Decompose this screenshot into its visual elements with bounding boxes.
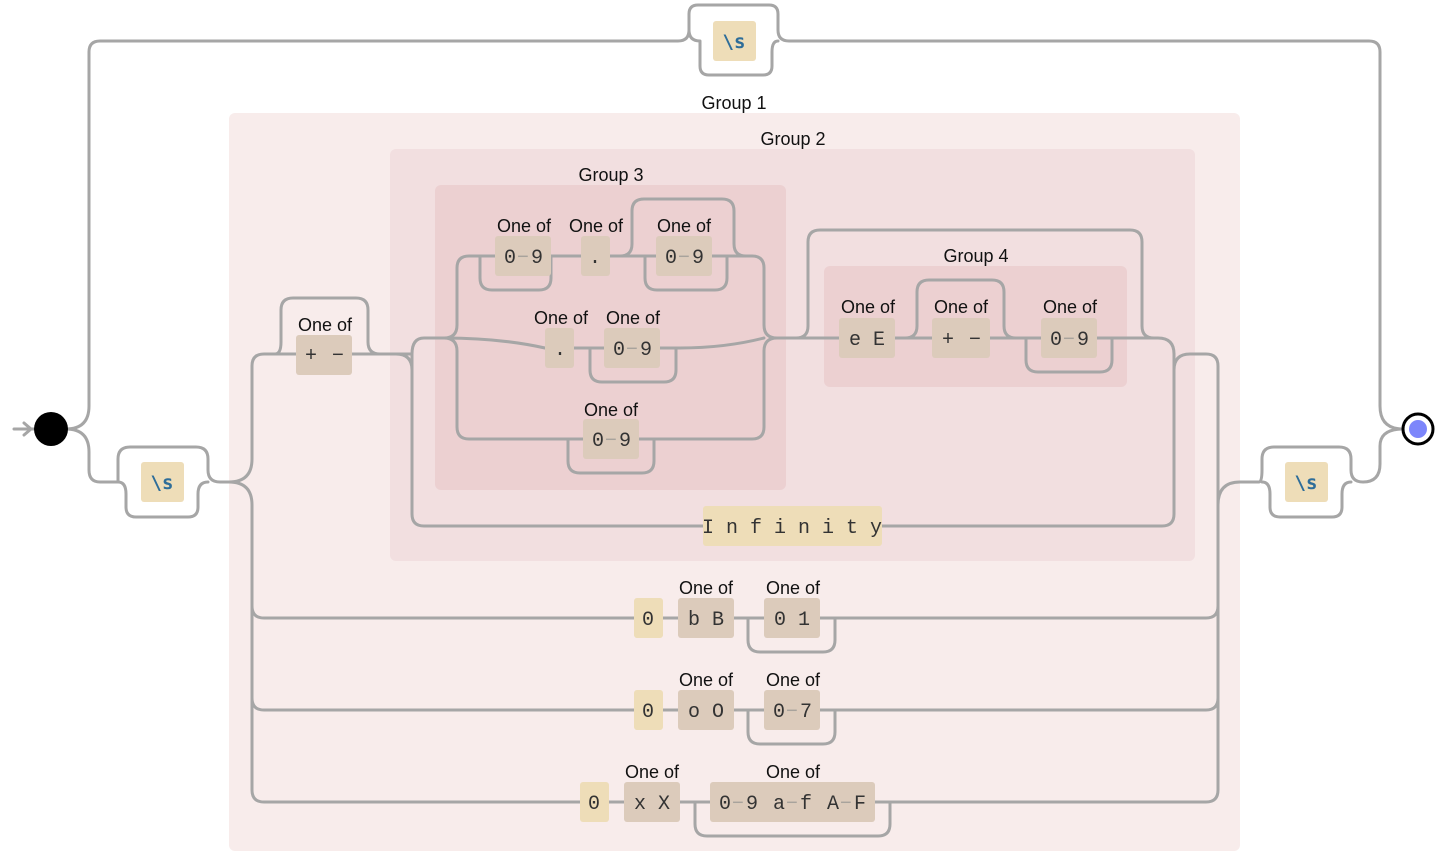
svg-text:o O: o O	[688, 701, 724, 724]
svg-text:e E: e E	[849, 329, 885, 352]
sign-class: + −	[296, 335, 352, 375]
svg-text:a: a	[773, 793, 785, 816]
svg-text:x X: x X	[634, 793, 670, 816]
hex-digits-class: 0 − 9 a − f A − F	[710, 782, 875, 822]
svg-text:0 1: 0 1	[774, 609, 810, 632]
dot2-class: .	[545, 328, 574, 368]
svg-text:9: 9	[1077, 329, 1089, 352]
frac2-digits-class: 0 − 9	[604, 328, 660, 368]
exp-class: e E	[839, 318, 895, 358]
svg-text:0: 0	[1050, 329, 1062, 352]
bin-digits-one-of-label: One of	[766, 578, 821, 598]
bin-zero-literal: 0	[634, 598, 663, 638]
svg-text:\s: \s	[723, 31, 746, 53]
whitespace-top: \s	[713, 21, 756, 61]
dot-class: .	[581, 236, 610, 276]
svg-text:0: 0	[773, 701, 785, 724]
svg-text:−: −	[786, 793, 798, 816]
hex-digits-one-of-label: One of	[766, 762, 821, 782]
svg-text:\s: \s	[1295, 472, 1318, 494]
svg-text:b B: b B	[688, 609, 724, 632]
sign-one-of-label: One of	[298, 315, 353, 335]
exp-sign-one-of-label: One of	[934, 297, 989, 317]
group-3-label: Group 3	[578, 165, 643, 185]
svg-text:−: −	[732, 793, 744, 816]
svg-text:I n f i n i t y: I n f i n i t y	[702, 517, 882, 540]
oct-prefix-one-of-label: One of	[679, 670, 734, 690]
rails	[12, 3, 1405, 838]
svg-text:0: 0	[719, 793, 731, 816]
svg-text:9: 9	[640, 339, 652, 362]
oct-digits-class: 0 − 7	[764, 690, 820, 730]
group-1-label: Group 1	[701, 93, 766, 113]
bin-prefix-class: b B	[678, 598, 734, 638]
whitespace-leading: \s	[141, 462, 184, 502]
exp-digits-class: 0 − 9	[1041, 318, 1097, 358]
int2-digits-one-of-label: One of	[584, 400, 639, 420]
svg-text:f: f	[800, 793, 812, 816]
svg-text:0: 0	[592, 430, 604, 453]
int-digits-class: 0 − 9	[495, 236, 551, 276]
end-node-dot	[1409, 420, 1427, 438]
dot-one-of-label: One of	[569, 216, 624, 236]
svg-text:0: 0	[588, 793, 600, 816]
bin-prefix-one-of-label: One of	[679, 578, 734, 598]
oct-prefix-class: o O	[678, 690, 734, 730]
dot2-one-of-label: One of	[534, 308, 589, 328]
bin-digits-class: 0 1	[764, 598, 820, 638]
svg-text:9: 9	[746, 793, 758, 816]
svg-text:A: A	[827, 793, 839, 816]
svg-text:0: 0	[642, 701, 654, 724]
svg-text:0: 0	[665, 247, 677, 270]
svg-text:−: −	[626, 339, 638, 362]
frac-digits-class: 0 − 9	[656, 236, 712, 276]
int2-digits-class: 0 − 9	[583, 419, 639, 459]
oct-digits-one-of-label: One of	[766, 670, 821, 690]
svg-text:0: 0	[642, 609, 654, 632]
svg-text:0: 0	[504, 247, 516, 270]
group-4-label: Group 4	[943, 246, 1008, 266]
hex-zero-literal: 0	[580, 782, 609, 822]
svg-text:−: −	[332, 345, 344, 368]
oct-zero-literal: 0	[634, 690, 663, 730]
int-digits-one-of-label: One of	[497, 216, 552, 236]
svg-text:−: −	[786, 701, 798, 724]
hex-prefix-one-of-label: One of	[625, 762, 680, 782]
svg-text:.: .	[554, 339, 566, 362]
svg-text:−: −	[840, 793, 852, 816]
svg-text:9: 9	[692, 247, 704, 270]
start-node	[34, 412, 68, 446]
infinity-literal: I n f i n i t y	[702, 506, 882, 546]
svg-text:F: F	[854, 793, 866, 816]
exp-sign-class: + −	[932, 318, 990, 358]
svg-text:7: 7	[800, 701, 812, 724]
exp-digits-one-of-label: One of	[1043, 297, 1098, 317]
svg-text:0: 0	[613, 339, 625, 362]
svg-text:9: 9	[531, 247, 543, 270]
hex-prefix-class: x X	[624, 782, 680, 822]
svg-text:9: 9	[619, 430, 631, 453]
whitespace-trailing: \s	[1285, 462, 1328, 502]
exp-one-of-label: One of	[841, 297, 896, 317]
svg-text:−: −	[1063, 329, 1075, 352]
svg-text:.: .	[589, 247, 601, 270]
frac-digits-one-of-label: One of	[657, 216, 712, 236]
svg-text:−: −	[605, 430, 617, 453]
frac2-digits-one-of-label: One of	[606, 308, 661, 328]
svg-text:\s: \s	[151, 472, 174, 494]
svg-text:+: +	[305, 345, 317, 368]
svg-text:−: −	[969, 329, 981, 352]
svg-text:+: +	[942, 329, 954, 352]
svg-text:−: −	[517, 247, 529, 270]
group-2-label: Group 2	[760, 129, 825, 149]
svg-text:−: −	[678, 247, 690, 270]
